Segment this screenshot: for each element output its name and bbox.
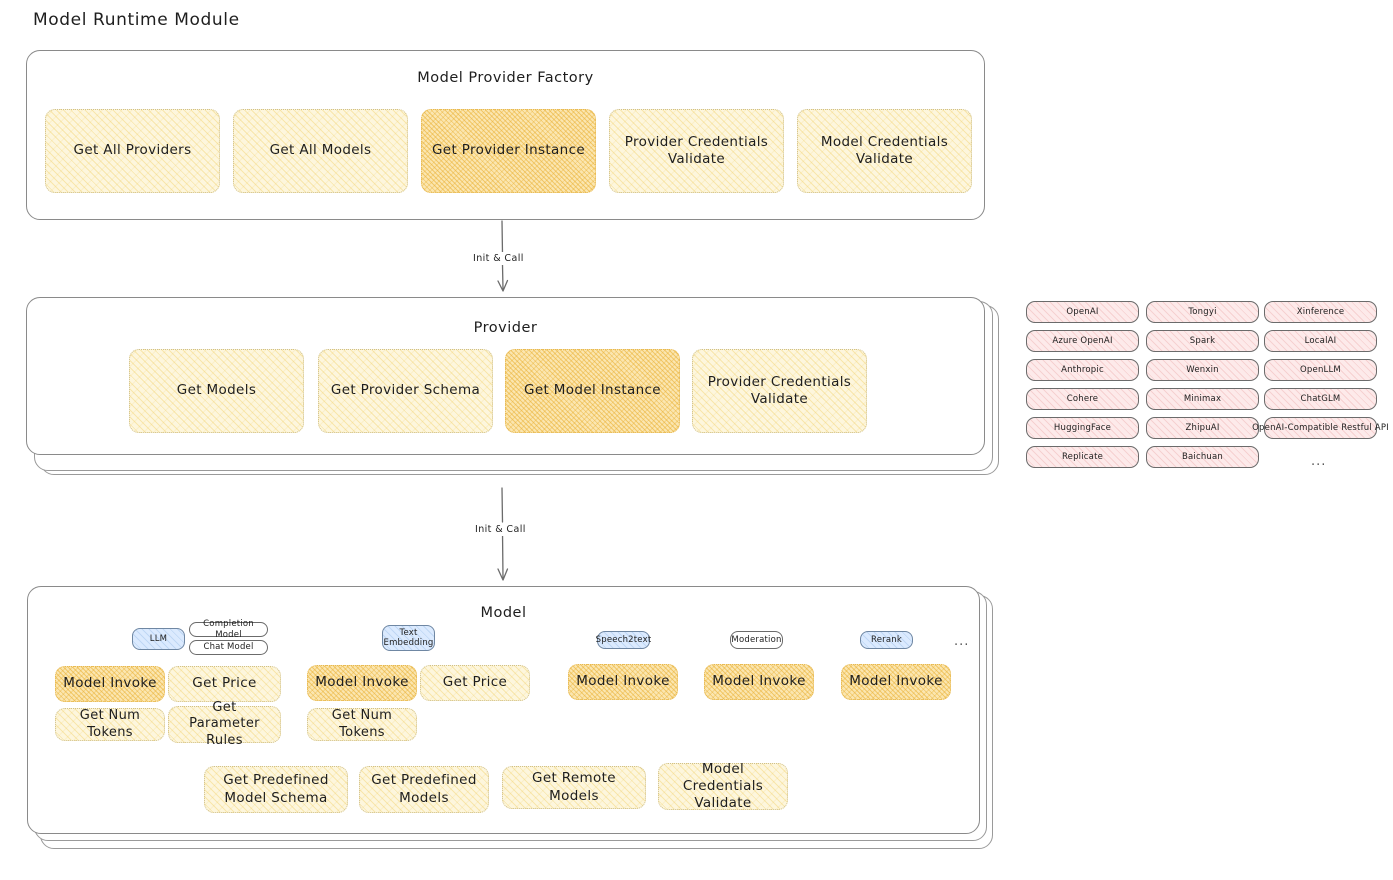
factory-card-model-credentials-validate[interactable]: Model Credentials Validate: [797, 109, 972, 193]
model-card-get-predefined-models[interactable]: Get Predefined Models: [359, 766, 489, 813]
model-group: Model LLM Completion Model Chat Model Mo…: [27, 586, 980, 834]
provider-chip-zhipuai[interactable]: ZhipuAI: [1146, 417, 1259, 439]
model-type-badge-completion-model[interactable]: Completion Model: [189, 619, 268, 640]
text-embedding-card-get-price[interactable]: Get Price: [420, 665, 530, 701]
provider-card-get-models[interactable]: Get Models: [129, 349, 304, 433]
provider-chip-wenxin[interactable]: Wenxin: [1146, 359, 1259, 381]
model-provider-factory-group: Model Provider Factory Get All Providers…: [26, 50, 985, 220]
provider-chip-azure-openai[interactable]: Azure OpenAI: [1026, 330, 1139, 352]
model-card-get-remote-models[interactable]: Get Remote Models: [502, 766, 646, 809]
provider-list-more-ellipsis: ...: [1311, 454, 1327, 469]
arrow-factory-to-provider: [497, 220, 509, 292]
factory-card-get-provider-instance[interactable]: Get Provider Instance: [421, 109, 596, 193]
model-type-badge-chat-model[interactable]: Chat Model: [189, 640, 268, 655]
model-title: Model: [480, 605, 527, 621]
model-type-badge-speech2text[interactable]: Speech2text: [596, 631, 651, 649]
arrow-provider-to-model: [497, 487, 509, 581]
provider-card-get-model-instance[interactable]: Get Model Instance: [505, 349, 680, 433]
model-type-badge-text-embedding[interactable]: Text Embedding: [382, 625, 435, 651]
arrow-label-init-and-call-top: Init & Call: [470, 252, 527, 265]
factory-card-provider-credentials-validate[interactable]: Provider Credentials Validate: [609, 109, 784, 193]
llm-card-get-parameter-rules[interactable]: Get Parameter Rules: [168, 700, 281, 748]
provider-chip-anthropic[interactable]: Anthropic: [1026, 359, 1139, 381]
provider-chip-chatglm[interactable]: ChatGLM: [1264, 388, 1377, 410]
provider-chip-localai[interactable]: LocalAI: [1264, 330, 1377, 352]
provider-chip-replicate[interactable]: Replicate: [1026, 446, 1139, 468]
model-card-get-predefined-model-schema[interactable]: Get Predefined Model Schema: [204, 766, 348, 813]
provider-chip-huggingface[interactable]: HuggingFace: [1026, 417, 1139, 439]
model-provider-factory-title: Model Provider Factory: [417, 70, 594, 86]
provider-chip-openllm[interactable]: OpenLLM: [1264, 359, 1377, 381]
provider-card-get-provider-schema[interactable]: Get Provider Schema: [318, 349, 493, 433]
moderation-card-model-invoke[interactable]: Model Invoke: [704, 664, 814, 700]
provider-title: Provider: [473, 320, 538, 336]
provider-card-provider-credentials-validate[interactable]: Provider Credentials Validate: [692, 349, 867, 433]
model-type-badge-moderation[interactable]: Moderation: [730, 631, 783, 649]
provider-chip-openai[interactable]: OpenAI: [1026, 301, 1139, 323]
model-type-badge-llm[interactable]: LLM: [132, 628, 185, 650]
factory-card-get-all-models[interactable]: Get All Models: [233, 109, 408, 193]
llm-card-get-price[interactable]: Get Price: [168, 666, 281, 702]
provider-chip-spark[interactable]: Spark: [1146, 330, 1259, 352]
provider-chip-minimax[interactable]: Minimax: [1146, 388, 1259, 410]
provider-chip-tongyi[interactable]: Tongyi: [1146, 301, 1259, 323]
text-embedding-card-model-invoke[interactable]: Model Invoke: [307, 665, 417, 701]
provider-chip-baichuan[interactable]: Baichuan: [1146, 446, 1259, 468]
model-types-more-ellipsis: ...: [954, 634, 970, 649]
arrow-label-init-and-call-bottom: Init & Call: [472, 523, 529, 536]
model-type-badge-rerank[interactable]: Rerank: [860, 631, 913, 649]
provider-group: Provider Get Models Get Provider Schema …: [26, 297, 985, 455]
llm-card-model-invoke[interactable]: Model Invoke: [55, 666, 165, 702]
provider-chip-openai-compatible-restful-api[interactable]: OpenAI-Compatible Restful API: [1252, 417, 1389, 439]
rerank-card-model-invoke[interactable]: Model Invoke: [841, 664, 951, 700]
text-embedding-card-get-num-tokens[interactable]: Get Num Tokens: [307, 708, 417, 741]
speech2text-card-model-invoke[interactable]: Model Invoke: [568, 664, 678, 700]
provider-chip-cohere[interactable]: Cohere: [1026, 388, 1139, 410]
model-card-model-credentials-validate[interactable]: Model Credentials Validate: [658, 761, 788, 811]
provider-chip-xinference[interactable]: Xinference: [1264, 301, 1377, 323]
llm-card-get-num-tokens[interactable]: Get Num Tokens: [55, 708, 165, 741]
factory-card-get-all-providers[interactable]: Get All Providers: [45, 109, 220, 193]
page-title: Model Runtime Module: [33, 10, 240, 30]
